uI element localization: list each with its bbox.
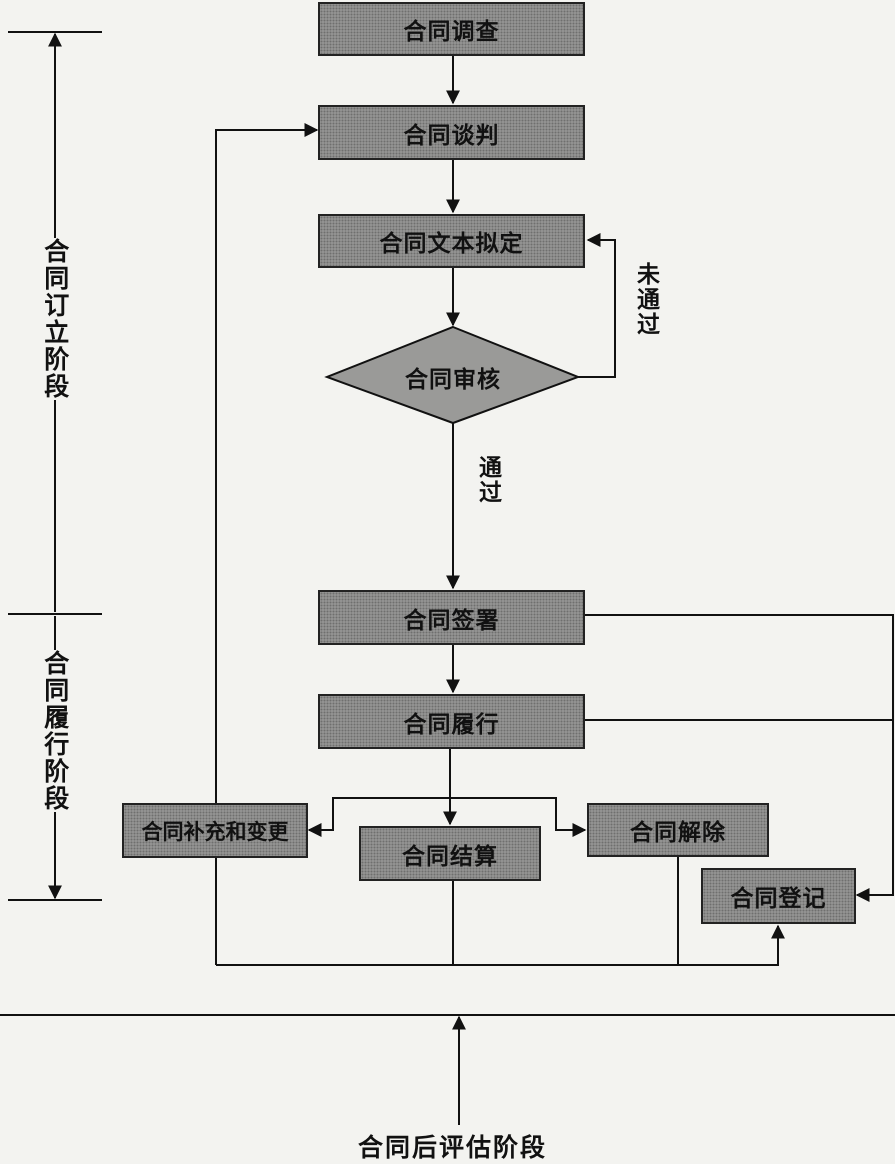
node-supplement: 合同补充和变更: [122, 803, 308, 858]
node-registration: 合同登记: [701, 868, 856, 924]
phase-post-evaluation-label: 合同后评估阶段: [358, 1133, 548, 1162]
node-drafting: 合同文本拟定: [318, 214, 585, 268]
phase-performance-label: 合同履行阶段: [40, 650, 70, 812]
phase-formation-label: 合同订立阶段: [40, 238, 70, 400]
node-review: 合同审核: [405, 367, 501, 393]
node-performance: 合同履行: [318, 694, 585, 749]
node-survey: 合同调查: [318, 2, 585, 56]
review-diamond: [324, 325, 581, 425]
node-settlement: 合同结算: [359, 826, 541, 881]
label-rejected: 未通过: [632, 262, 659, 337]
label-approved: 通过: [474, 455, 501, 505]
node-termination: 合同解除: [587, 803, 769, 857]
node-signing: 合同签署: [318, 590, 585, 645]
node-negotiation: 合同谈判: [318, 105, 585, 160]
